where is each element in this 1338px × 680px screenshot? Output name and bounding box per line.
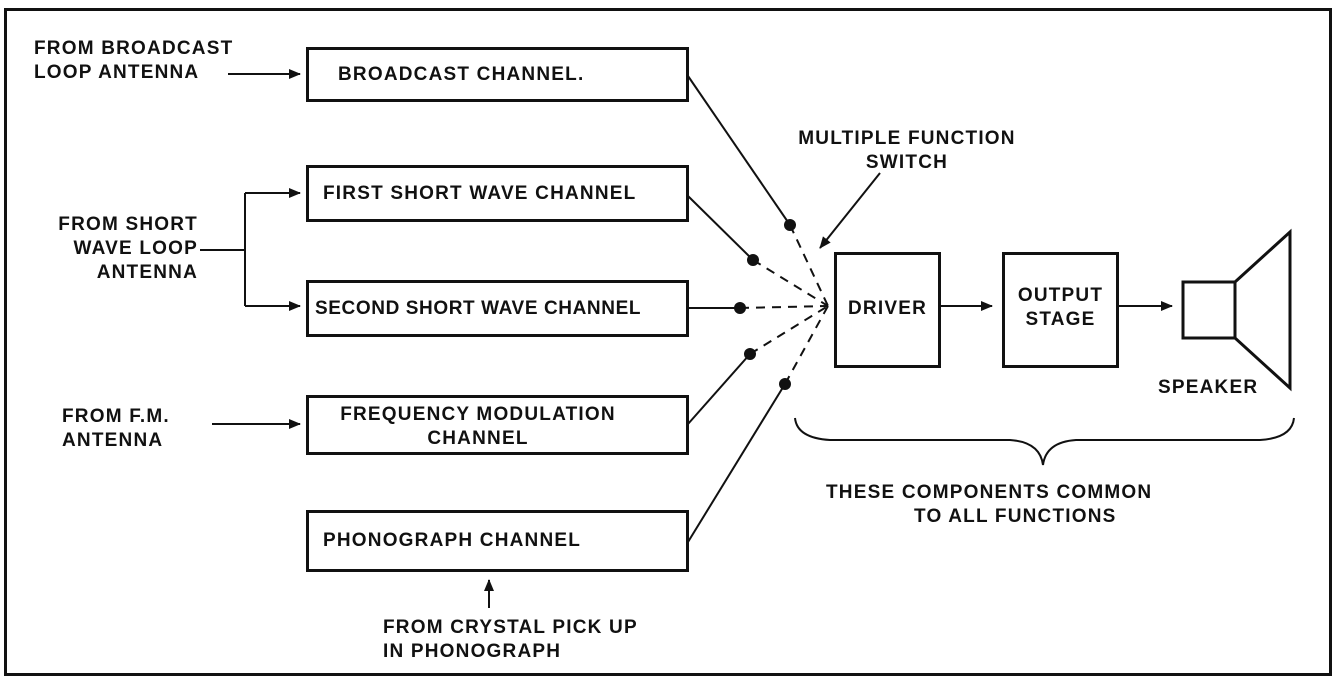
switch-contact-4 bbox=[744, 348, 756, 360]
switch-contact-3 bbox=[734, 302, 746, 314]
broadcast-channel-label: BROADCAST CHANNEL. bbox=[338, 64, 585, 85]
first-short-wave-channel-box bbox=[306, 165, 689, 222]
output-stage-box bbox=[1002, 252, 1119, 368]
phonograph-channel-label: PHONOGRAPH CHANNEL bbox=[323, 530, 582, 551]
switch-contact-1 bbox=[784, 219, 796, 231]
phono-to-contact bbox=[687, 383, 786, 543]
switch-pointer-arrow bbox=[819, 172, 881, 249]
switch-path-3 bbox=[739, 305, 829, 309]
fm-input-label: FROM F.M.ANTENNA bbox=[62, 406, 170, 451]
second-short-wave-channel-box bbox=[306, 280, 689, 337]
driver-label: DRIVER bbox=[848, 298, 927, 319]
fm-channel-box bbox=[306, 395, 689, 455]
broadcast-channel-box bbox=[306, 47, 689, 102]
switch-path-4 bbox=[749, 305, 829, 355]
broadcast-to-contact bbox=[687, 75, 791, 226]
speaker-magnet bbox=[1181, 280, 1237, 340]
diagram-frame bbox=[4, 8, 1332, 676]
first-sw-to-contact bbox=[687, 195, 754, 261]
speaker-cone bbox=[1233, 228, 1292, 392]
first-short-wave-channel-label: FIRST SHORT WAVE CHANNEL bbox=[323, 183, 637, 204]
switch-path-2 bbox=[752, 259, 829, 307]
switch-path-5 bbox=[784, 305, 829, 385]
switch-contact-2 bbox=[747, 254, 759, 266]
switch-contact-5 bbox=[779, 378, 791, 390]
fm-to-contact bbox=[687, 353, 751, 425]
phonograph-channel-box bbox=[306, 510, 689, 572]
driver-box bbox=[834, 252, 941, 368]
common-brace bbox=[794, 417, 1295, 466]
second-short-wave-channel-label: SECOND SHORT WAVE CHANNEL bbox=[315, 298, 642, 319]
speaker-label: SPEAKER bbox=[1158, 377, 1259, 398]
